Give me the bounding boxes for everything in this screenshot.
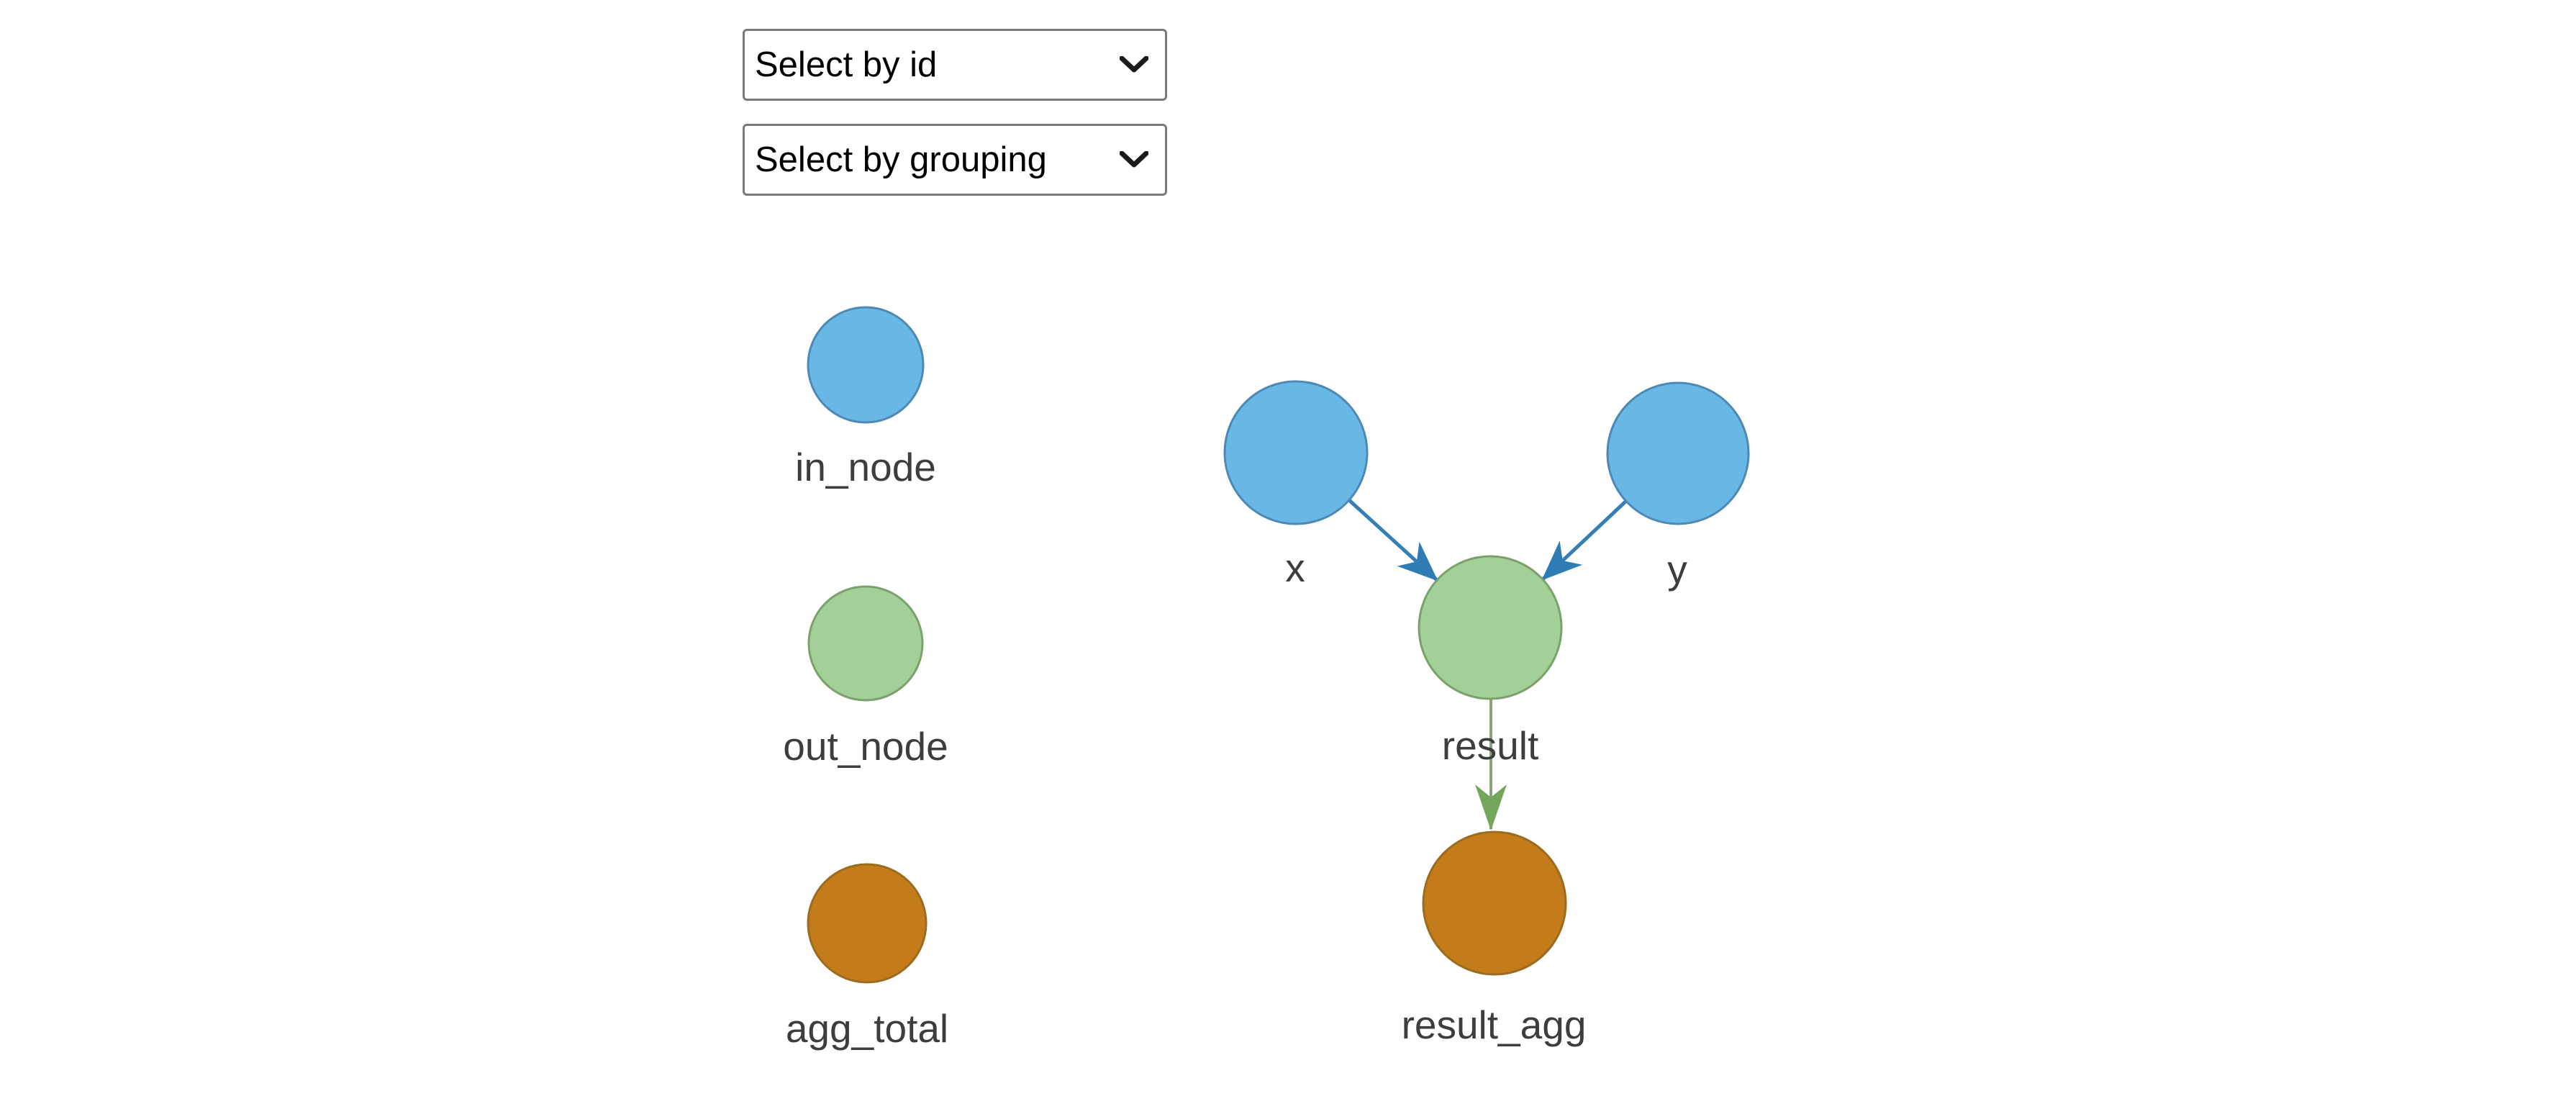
node-x[interactable]	[1223, 380, 1369, 525]
node-label-result: result	[1442, 723, 1539, 768]
legend-node-out-node	[807, 585, 924, 702]
legend-label-in-node: in_node	[795, 445, 936, 489]
node-result[interactable]	[1418, 555, 1563, 700]
legend-label-out-node: out_node	[783, 724, 948, 769]
legend-label-agg-total: agg_total	[786, 1006, 948, 1051]
graph-nodes	[1223, 380, 1750, 976]
select-by-grouping-dropdown[interactable]: Select by grouping	[743, 124, 1167, 196]
node-label-y: y	[1667, 547, 1687, 592]
select-by-id-wrapper: Select by id	[743, 29, 1167, 101]
legend: in_node out_node agg_total	[783, 306, 948, 1051]
select-by-grouping-wrapper: Select by grouping	[743, 124, 1167, 196]
edge-y-result	[1541, 500, 1627, 581]
node-result-agg[interactable]	[1422, 830, 1567, 976]
legend-node-agg-total	[807, 863, 928, 984]
graph-edges	[1348, 499, 1627, 830]
node-label-result-agg: result_agg	[1402, 1002, 1587, 1047]
node-y[interactable]	[1606, 381, 1750, 525]
graph-node-labels: x y result result_agg	[1285, 546, 1687, 1047]
edge-x-result	[1348, 499, 1438, 581]
legend-node-in-node	[807, 306, 925, 424]
node-label-x: x	[1285, 546, 1305, 590]
select-by-id-dropdown[interactable]: Select by id	[743, 29, 1167, 101]
